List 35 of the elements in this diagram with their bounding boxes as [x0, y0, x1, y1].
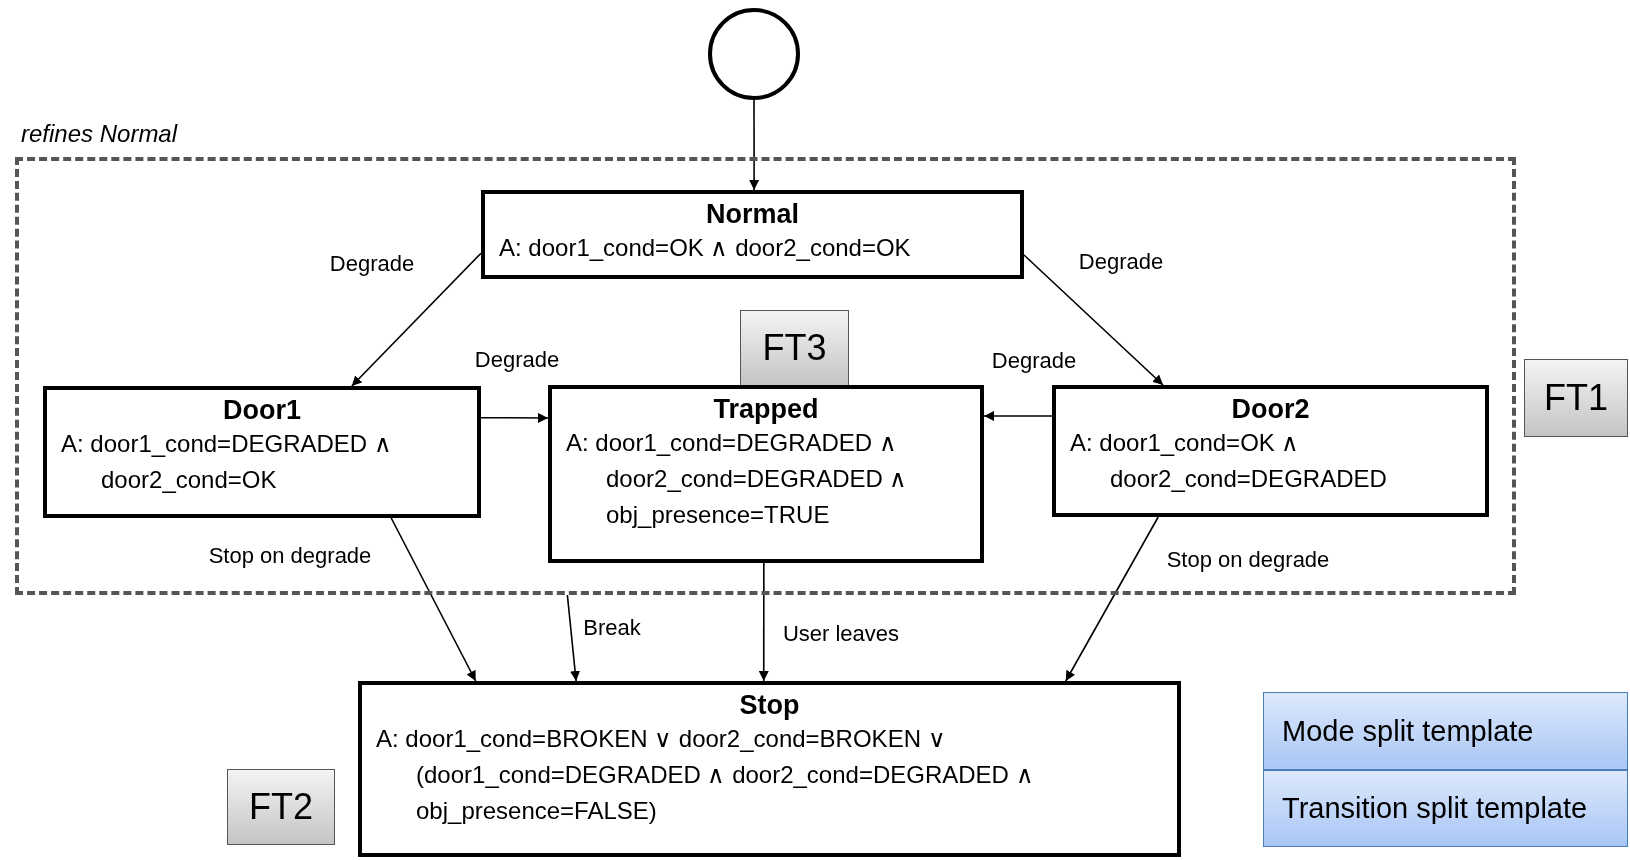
- arrow: [390, 517, 477, 682]
- state-name: Stop: [738, 689, 801, 721]
- tag-box: [1524, 359, 1628, 437]
- state-box: [43, 386, 481, 518]
- state-assertion: A: door1_cond=BROKEN ∨ door2_cond=BROKEN ∨ (door1_cond=DEGRADED ∧ door2_cond=DEGRADED ∧ obj_presence=FALSE): [375, 724, 1035, 826]
- arrow: [1023, 254, 1164, 386]
- tag-box: [740, 310, 849, 386]
- template-label: Transition split template: [1282, 792, 1588, 825]
- tag-label: FT1: [1544, 377, 1608, 419]
- arrow: [1065, 516, 1159, 682]
- state-name: Door2: [1230, 393, 1311, 425]
- state-box: [548, 385, 984, 563]
- template-box: [1263, 692, 1628, 770]
- arrow: [749, 99, 760, 191]
- arrow: [480, 412, 549, 423]
- arrow: [983, 411, 1053, 421]
- tag-box: [227, 769, 335, 845]
- state-assertion: A: door1_cond=DEGRADED ∧ door2_cond=DEGRADED ∧ obj_presence=TRUE: [565, 428, 909, 530]
- tag-label: FT3: [762, 327, 827, 369]
- state-name: Door1: [222, 394, 302, 426]
- arrow: [758, 562, 769, 682]
- state-box: [481, 190, 1024, 279]
- arrow: [566, 594, 581, 682]
- state-name: Normal: [705, 198, 800, 230]
- state-name: Trapped: [712, 393, 820, 425]
- state-assertion: A: door1_cond=DEGRADED ∧ door2_cond=OK: [60, 429, 393, 495]
- template-label: Mode split template: [1282, 714, 1534, 748]
- tag-label: FT2: [249, 786, 313, 828]
- state-box: [1052, 385, 1489, 517]
- region-heading: refines Normal: [21, 120, 178, 148]
- state-box: [358, 681, 1181, 857]
- arrow: [351, 252, 482, 387]
- state-assertion: A: door1_cond=OK ∧ door2_cond=OK: [498, 233, 912, 263]
- template-box: [1263, 770, 1628, 847]
- state-assertion: A: door1_cond=OK ∧ door2_cond=DEGRADED: [1069, 428, 1388, 494]
